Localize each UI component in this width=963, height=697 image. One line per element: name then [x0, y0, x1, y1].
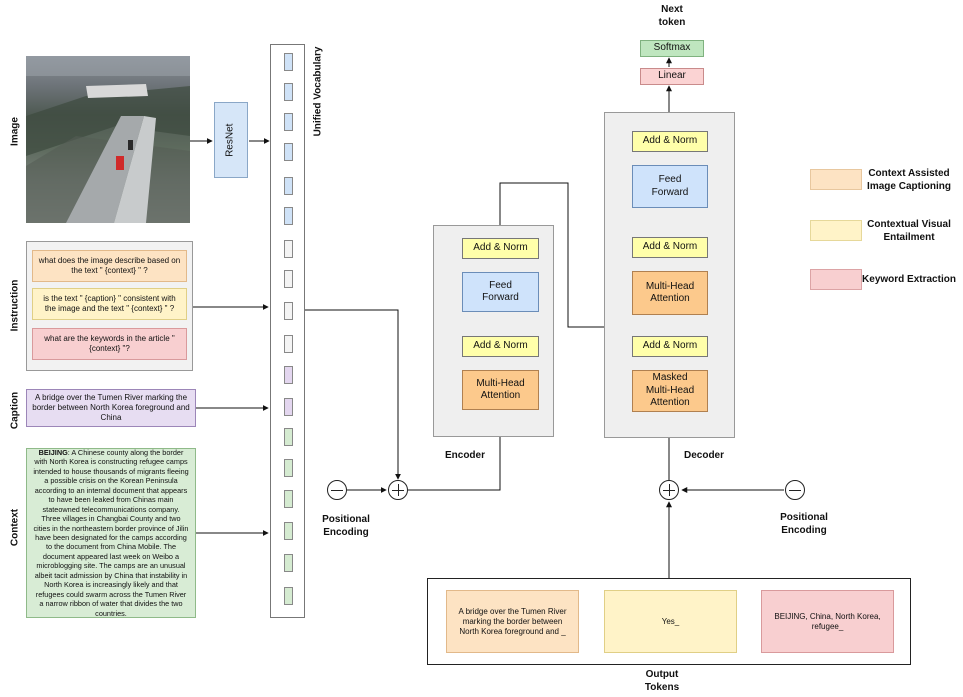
instruction-captioning: what does the image describe based on th…: [32, 250, 187, 282]
linear-box: Linear: [640, 68, 704, 85]
next-token-label: Next token: [658, 4, 686, 28]
legend-swatch-entailment: [810, 220, 862, 241]
softmax-box: Softmax: [640, 40, 704, 57]
decoder-label: Decoder: [683, 450, 724, 461]
legend-label-keywords: Keyword Extraction: [862, 274, 956, 285]
positional-encoding-right-label: Positional Encoding: [780, 512, 828, 536]
vocab-token-context: [284, 428, 293, 446]
sum-to-encoder-arrow: [408, 413, 503, 491]
caption-box: A bridge over the Tumen River marking th…: [26, 389, 196, 427]
vocab-to-sum-arrow: [305, 309, 401, 480]
decoder-multi-head-attention: Multi-Head Attention: [632, 271, 708, 315]
vocab-token-instruction: [284, 240, 293, 258]
encoder-label: Encoder: [444, 450, 485, 461]
vocab-token-image: [284, 113, 293, 131]
input-photo: [26, 56, 190, 223]
vocab-token-image: [284, 177, 293, 195]
decoder-masked-attention: Masked Multi-Head Attention: [632, 370, 708, 412]
output-tokens-label: Output Tokens: [644, 669, 680, 693]
image-label: Image: [9, 117, 21, 146]
positional-encoding-left-label: Positional Encoding: [322, 514, 370, 538]
bridge-road-illustration: [26, 56, 190, 223]
resnet-label: ResNet: [224, 123, 236, 157]
vocab-token-context: [284, 554, 293, 572]
instruction-entailment: is the text " {caption} " consistent wit…: [32, 288, 187, 320]
caption-label: Caption: [9, 391, 21, 430]
output-entailment: Yes_: [604, 590, 737, 653]
instruction-keywords: what are the keywords in the article " {…: [32, 328, 187, 360]
vocab-token-context: [284, 522, 293, 540]
legend-swatch-keywords: [810, 269, 862, 290]
vocab-token-image: [284, 53, 293, 71]
output-keywords: BEIJING, China, North Korea, refugee_: [761, 590, 894, 653]
vocab-token-instruction: [284, 270, 293, 288]
vocab-token-image: [284, 207, 293, 225]
vocab-token-image: [284, 143, 293, 161]
context-box: BEIJING: A Chinese county along the bord…: [26, 448, 196, 618]
positional-encoding-right-icon: [785, 480, 805, 500]
sum-right-icon: [659, 480, 679, 500]
context-text: BEIJING: A Chinese county along the bord…: [33, 448, 189, 619]
output-captioning: A bridge over the Tumen River marking th…: [446, 590, 579, 653]
vocab-token-caption: [284, 398, 293, 416]
legend-label-captioning: Context Assisted Image Captioning: [867, 168, 951, 192]
vocab-token-context: [284, 587, 293, 605]
vocab-token-context: [284, 459, 293, 477]
legend-swatch-captioning: [810, 169, 862, 190]
vocab-token-instruction: [284, 335, 293, 353]
vocab-token-instruction: [284, 302, 293, 320]
decoder-add-norm-top: Add & Norm: [632, 131, 708, 152]
encoder-feed-forward: Feed Forward: [462, 272, 539, 312]
decoder-add-norm-bottom: Add & Norm: [632, 336, 708, 357]
positional-encoding-left-icon: [327, 480, 347, 500]
legend-label-entailment: Contextual Visual Entailment: [867, 219, 951, 243]
resnet-box: ResNet: [214, 102, 248, 178]
encoder-add-norm-bottom: Add & Norm: [462, 336, 539, 357]
context-label: Context: [9, 508, 21, 547]
vocab-token-caption: [284, 366, 293, 384]
vocab-token-image: [284, 83, 293, 101]
vocab-token-context: [284, 490, 293, 508]
instruction-label: Instruction: [9, 279, 21, 332]
sum-left-icon: [388, 480, 408, 500]
decoder-add-norm-middle: Add & Norm: [632, 237, 708, 258]
unified-vocabulary-label: Unified Vocabulary: [312, 46, 324, 137]
context-body: : A Chinese county along the border with…: [33, 447, 189, 618]
decoder-feed-forward: Feed Forward: [632, 165, 708, 208]
encoder-multi-head-attention: Multi-Head Attention: [462, 370, 539, 410]
context-dateline: BEIJING: [38, 447, 68, 457]
encoder-add-norm-top: Add & Norm: [462, 238, 539, 259]
